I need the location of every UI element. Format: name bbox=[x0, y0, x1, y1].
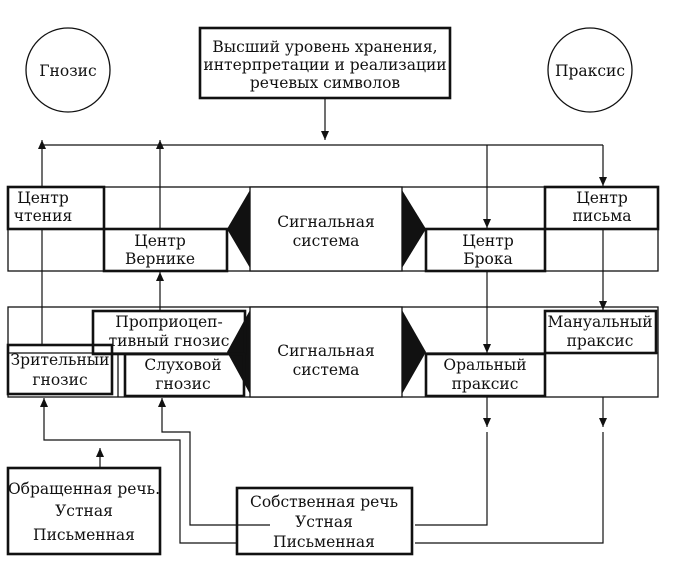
writing-center-box: Центр письма bbox=[543, 185, 660, 231]
addressed-speech-line-3: Письменная bbox=[33, 526, 135, 544]
praxis-node: Праксис bbox=[547, 27, 633, 113]
writing-center-line-2: письма bbox=[572, 207, 631, 225]
auditory-gnosis-line-2: гнозис bbox=[155, 375, 210, 393]
own-speech-line-2: Устная bbox=[295, 513, 353, 531]
own-speech-line-1: Собственная речь bbox=[250, 493, 398, 511]
higher-level-line-1: Высший уровень хранения, bbox=[212, 38, 437, 56]
visual-gnosis-line-2: гнозис bbox=[32, 371, 87, 389]
arrow-own-written-to-visual bbox=[40, 398, 237, 544]
oral-praxis-line-2: праксис bbox=[452, 375, 519, 393]
broca-center-box: Центр Брока bbox=[424, 227, 547, 273]
manual-praxis-line-1: Мануальный bbox=[547, 313, 652, 331]
connections bbox=[38, 98, 607, 544]
auditory-gnosis-box: Слуховой гнозис bbox=[123, 352, 246, 398]
higher-level-line-3: речевых символов bbox=[250, 74, 401, 92]
lower-signal-line-2: система bbox=[293, 361, 360, 379]
reading-center-box: Центр чтения bbox=[6, 185, 106, 231]
line-manual-to-own-written bbox=[415, 432, 604, 544]
lower-signal-system: Сигнальная система bbox=[227, 306, 426, 398]
higher-level-line-2: интерпретации и реализации bbox=[203, 56, 446, 74]
praxis-label: Праксис bbox=[555, 62, 625, 80]
wernicke-center-box: Центр Вернике bbox=[102, 227, 229, 273]
proprioceptive-line-2: тивный гнозис bbox=[109, 332, 230, 350]
upper-signal-system: Сигнальная система bbox=[227, 186, 426, 272]
wernicke-center-line-2: Вернике bbox=[125, 250, 195, 268]
proprioceptive-line-1: Проприоцеп- bbox=[115, 313, 222, 331]
proprioceptive-gnosis-box: Проприоцеп- тивный гнозис bbox=[91, 309, 247, 356]
broca-center-line-1: Центр bbox=[462, 232, 514, 250]
visual-gnosis-line-1: Зрительный bbox=[11, 351, 110, 369]
arrow-own-oral-to-auditory bbox=[158, 398, 270, 526]
oral-praxis-line-1: Оральный bbox=[443, 356, 526, 374]
auditory-gnosis-line-1: Слуховой bbox=[144, 356, 221, 374]
own-speech-box: Собственная речь Устная Письменная bbox=[235, 486, 414, 556]
reading-center-line-2: чтения bbox=[14, 207, 72, 225]
manual-praxis-line-2: праксис bbox=[567, 332, 634, 350]
addressed-speech-box: Обращенная речь. Устная Письменная bbox=[6, 466, 162, 556]
writing-center-line-1: Центр bbox=[576, 189, 628, 207]
gnosis-label: Гнозис bbox=[39, 62, 96, 80]
higher-level-box: Высший уровень хранения, интерпретации и… bbox=[198, 26, 452, 100]
addressed-speech-line-1: Обращенная речь. bbox=[8, 480, 160, 498]
line-oral-to-own-oral bbox=[415, 432, 488, 526]
manual-praxis-box: Мануальный праксис bbox=[543, 309, 658, 355]
wernicke-center-line-1: Центр bbox=[134, 232, 186, 250]
broca-center-line-2: Брока bbox=[463, 250, 513, 268]
gnosis-node: Гнозис bbox=[25, 27, 111, 113]
visual-gnosis-box: Зрительный гнозис bbox=[6, 343, 119, 397]
oral-praxis-box: Оральный праксис bbox=[424, 352, 547, 398]
lower-signal-line-1: Сигнальная bbox=[277, 342, 375, 360]
addressed-speech-line-2: Устная bbox=[55, 502, 113, 520]
own-speech-line-3: Письменная bbox=[273, 533, 375, 551]
upper-signal-line-1: Сигнальная bbox=[277, 213, 375, 231]
reading-center-line-1: Центр bbox=[17, 189, 69, 207]
upper-signal-line-2: система bbox=[293, 232, 360, 250]
